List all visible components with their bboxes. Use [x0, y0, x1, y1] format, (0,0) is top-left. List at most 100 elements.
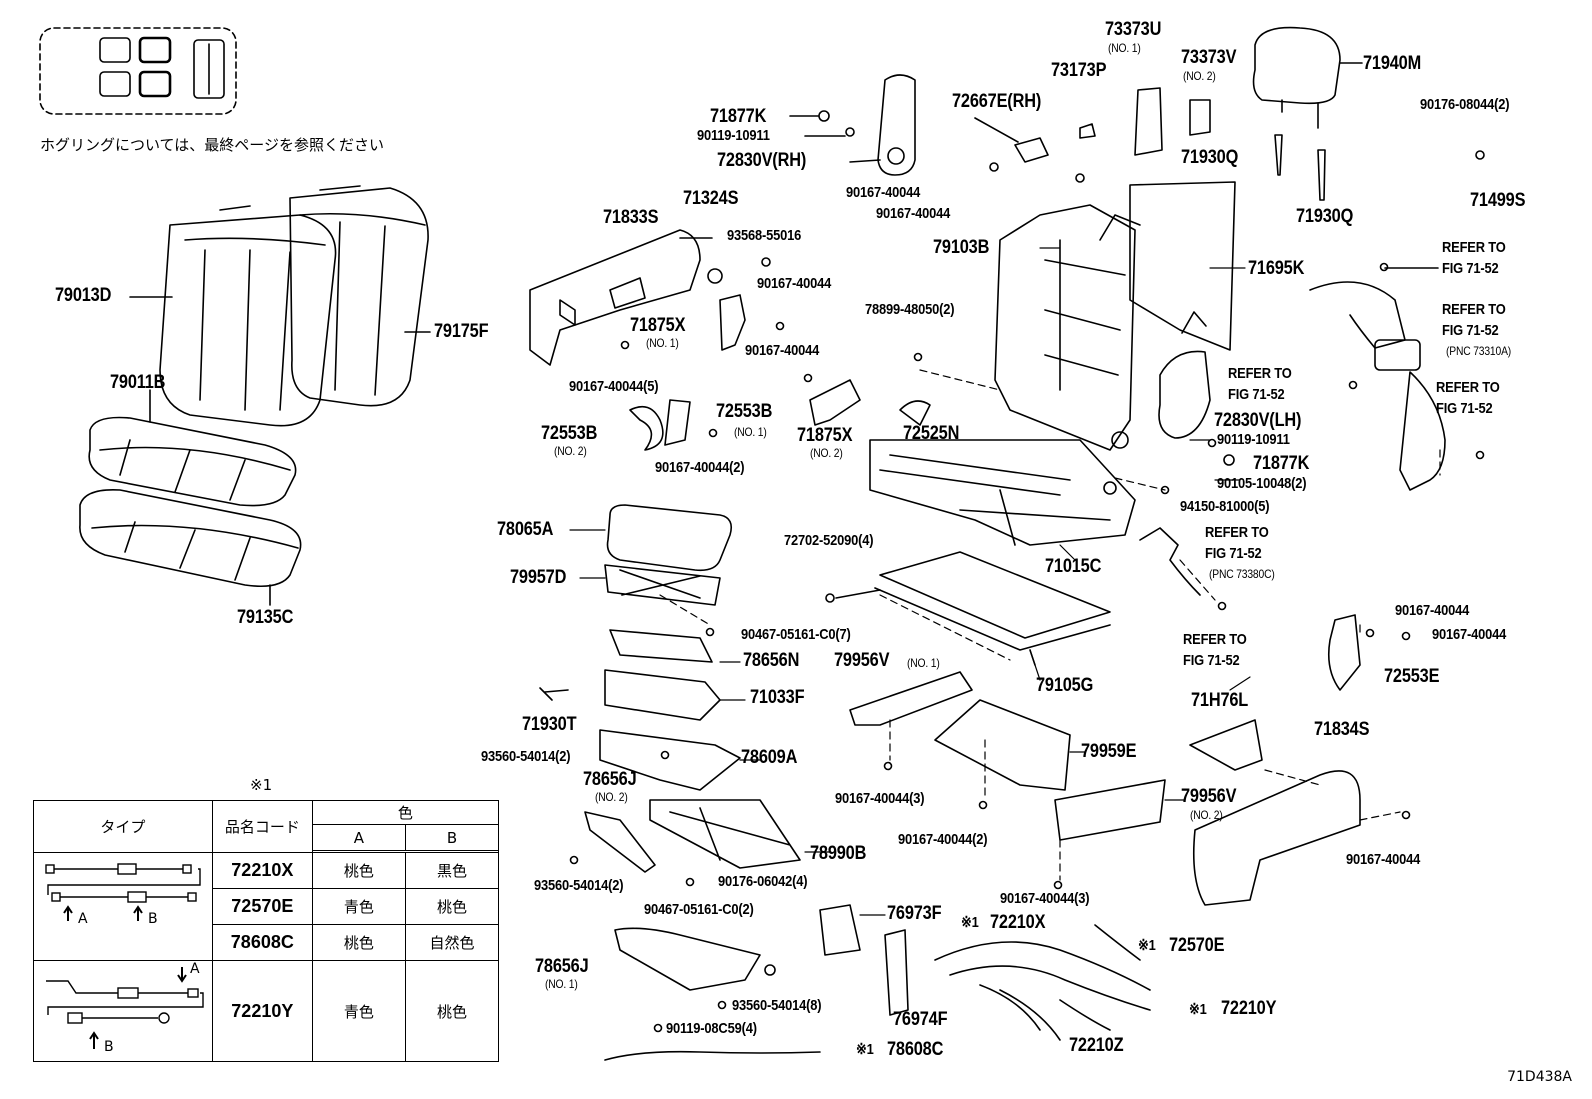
reference-label[interactable]: FIG 71-52	[1436, 400, 1493, 417]
part-label[interactable]: 93560-54014(2)	[481, 748, 571, 765]
reference-label[interactable]: REFER TO	[1442, 301, 1506, 318]
part-label[interactable]: 71875X	[797, 425, 853, 446]
part-label[interactable]: 72570E	[1169, 935, 1225, 956]
part-label[interactable]: 78065A	[497, 519, 554, 540]
part-label[interactable]: 93568-55016	[727, 227, 802, 244]
part-label[interactable]: 90167-40044(2)	[898, 831, 988, 848]
part-label[interactable]: 78656J	[583, 769, 637, 790]
part-label[interactable]: 72210Y	[1221, 998, 1277, 1019]
part-label[interactable]: 90176-08044(2)	[1420, 96, 1510, 113]
reference-label[interactable]: FIG 71-52	[1205, 545, 1262, 562]
part-label[interactable]: 79175F	[434, 321, 489, 342]
part-label[interactable]: 94150-81000(5)	[1180, 498, 1270, 515]
part-label[interactable]: 79011B	[110, 372, 166, 393]
part-label[interactable]: 72667E(RH)	[952, 91, 1042, 112]
reference-label[interactable]: FIG 71-52	[1442, 260, 1499, 277]
cover-icon	[629, 405, 664, 451]
part-label[interactable]: 71833S	[603, 207, 659, 228]
part-label[interactable]: 71695K	[1248, 258, 1305, 279]
part-label[interactable]: 79959E	[1081, 741, 1137, 762]
part-label[interactable]: 76973F	[887, 903, 942, 924]
part-label[interactable]: 71930T	[522, 714, 577, 735]
reference-label[interactable]: REFER TO	[1228, 365, 1292, 382]
part-label[interactable]: 79103B	[933, 237, 990, 258]
part-label[interactable]: 90167-40044	[745, 342, 820, 359]
part-label[interactable]: 72525N	[903, 423, 960, 444]
part-label[interactable]: 90467-05161-C0(2)	[644, 901, 754, 918]
part-label[interactable]: 71877K	[710, 106, 767, 127]
part-label[interactable]: 72553B	[541, 423, 598, 444]
arrow-b-label: B	[148, 911, 158, 927]
part-label[interactable]: 90167-40044(2)	[655, 459, 745, 476]
part-label[interactable]: 72553E	[1384, 666, 1440, 687]
part-label[interactable]: 90167-40044	[876, 205, 951, 222]
part-label[interactable]: 71015C	[1045, 556, 1102, 577]
box-pad-icon	[609, 629, 713, 663]
part-label[interactable]: 71033F	[750, 687, 805, 708]
part-label[interactable]: 90167-40044(5)	[569, 378, 659, 395]
reference-label[interactable]: FIG 71-52	[1183, 652, 1240, 669]
part-label[interactable]: 78608C	[887, 1039, 944, 1060]
reference-label[interactable]: REFER TO	[1442, 239, 1506, 256]
part-label[interactable]: 90105-10048(2)	[1217, 475, 1307, 492]
part-label[interactable]: 93560-54014(2)	[534, 877, 624, 894]
seat-locator-icon	[39, 27, 237, 115]
legend-color-a: 青色	[311, 960, 406, 1062]
part-label[interactable]: 79956V	[1181, 786, 1237, 807]
part-label[interactable]: 78656J	[535, 956, 589, 977]
part-label[interactable]: 78899-48050(2)	[865, 301, 955, 318]
part-label[interactable]: 90167-40044	[1432, 626, 1507, 643]
part-label[interactable]: 79956V	[834, 650, 890, 671]
part-number-suffix: (NO. 1)	[1108, 41, 1141, 55]
part-label[interactable]: 72210Z	[1069, 1035, 1124, 1056]
part-label[interactable]: 79957D	[510, 567, 567, 588]
part-label[interactable]: 73373U	[1105, 19, 1162, 40]
reference-label[interactable]: REFER TO	[1436, 379, 1500, 396]
part-label[interactable]: 71H76L	[1191, 690, 1249, 711]
part-label[interactable]: 73173P	[1051, 60, 1107, 81]
part-label[interactable]: 71834S	[1314, 719, 1370, 740]
part-label[interactable]: 71940M	[1363, 53, 1422, 74]
reference-label[interactable]: REFER TO	[1205, 524, 1269, 541]
part-label[interactable]: 90167-40044(3)	[835, 790, 925, 807]
part-label[interactable]: 90167-40044	[846, 184, 921, 201]
part-label[interactable]: 71499S	[1470, 190, 1526, 211]
part-label[interactable]: 90176-06042(4)	[718, 873, 808, 890]
part-label[interactable]: 93560-54014(8)	[732, 997, 822, 1014]
part-label[interactable]: 71930Q	[1296, 206, 1354, 227]
part-label[interactable]: 72702-52090(4)	[784, 532, 874, 549]
part-label[interactable]: 79135C	[237, 607, 294, 628]
part-label[interactable]: 90167-40044	[1395, 602, 1470, 619]
reference-label[interactable]: REFER TO	[1183, 631, 1247, 648]
note-mark: ※1	[1138, 937, 1156, 954]
part-label[interactable]: 71877K	[1253, 453, 1310, 474]
legend-mark: ※1	[250, 776, 273, 794]
part-label[interactable]: 71324S	[683, 188, 739, 209]
part-label[interactable]: 78609A	[741, 747, 798, 768]
part-label[interactable]: 71930Q	[1181, 147, 1239, 168]
part-label[interactable]: 79105G	[1036, 675, 1094, 696]
part-label[interactable]: 72553B	[716, 401, 773, 422]
part-label[interactable]: 78990B	[810, 843, 867, 864]
part-label[interactable]: 90467-05161-C0(7)	[741, 626, 851, 643]
part-label[interactable]: 90119-10911	[1217, 431, 1290, 448]
part-label[interactable]: 90167-40044(3)	[1000, 890, 1090, 907]
reference-label[interactable]: FIG 71-52	[1442, 322, 1499, 339]
part-label[interactable]: 76974F	[893, 1009, 948, 1030]
cover-icon	[614, 927, 761, 991]
part-label[interactable]: 90167-40044	[1346, 851, 1421, 868]
reference-label[interactable]: FIG 71-52	[1228, 386, 1285, 403]
part-label[interactable]: 71875X	[630, 315, 686, 336]
part-label[interactable]: 73373V	[1181, 47, 1237, 68]
cover-icon	[884, 929, 909, 1016]
part-label[interactable]: 90119-08C59(4)	[666, 1020, 757, 1037]
part-label[interactable]: 72830V(LH)	[1214, 410, 1302, 431]
part-label[interactable]: 72210X	[990, 912, 1046, 933]
bracket-icon	[809, 379, 861, 426]
part-label[interactable]: 90167-40044	[757, 275, 832, 292]
part-label[interactable]: 78656N	[743, 650, 800, 671]
part-label[interactable]: 79013D	[55, 285, 112, 306]
part-label[interactable]: 72830V(RH)	[717, 150, 807, 171]
part-label[interactable]: 90119-10911	[697, 127, 770, 144]
box-bracket-icon	[649, 799, 801, 869]
